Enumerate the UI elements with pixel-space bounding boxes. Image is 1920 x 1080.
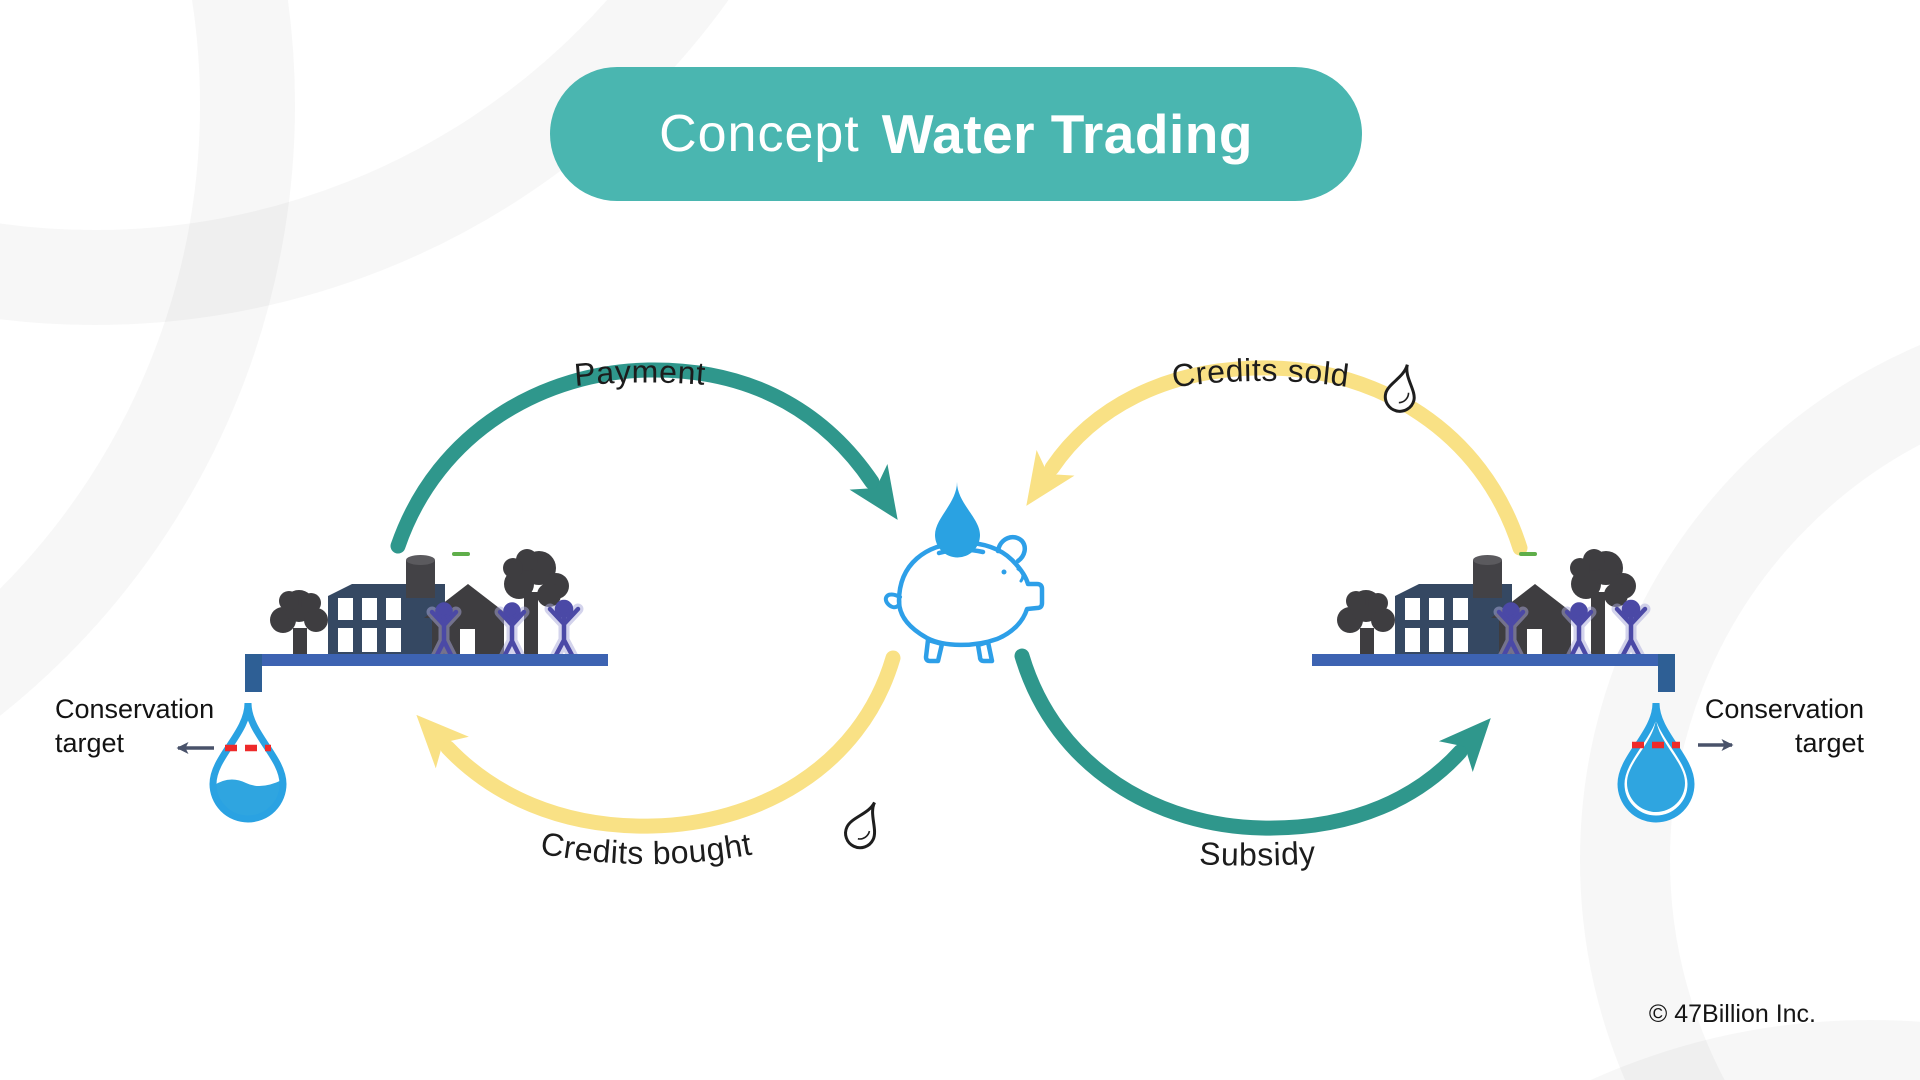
building-icon: [328, 584, 445, 656]
conservation-target-left-line1: Conservation: [55, 694, 215, 724]
payment-arrow: [390, 362, 898, 554]
title-prefix: Concept: [659, 105, 860, 163]
conservation-target-right-line2: target: [1794, 728, 1864, 758]
page-title: Water Trading: [881, 103, 1253, 165]
shrub-icon: [452, 552, 470, 556]
subsidy-arrow: [1014, 648, 1491, 836]
payment-label: Payment: [573, 353, 707, 393]
people-icons: [426, 599, 584, 663]
copyright-text: © 47Billion Inc.: [1648, 1000, 1816, 1028]
coin-water-drop-icon: [935, 482, 980, 558]
title-pill: Concept Water Trading: [550, 67, 1362, 201]
credits-sold-drop-icon: [1383, 364, 1416, 413]
conservation-target-left-line2: target: [55, 728, 125, 758]
credits-sold-arrow: [1026, 360, 1528, 556]
conservation-target-left: Conservation target: [55, 692, 214, 760]
credits-sold-label: Credits sold: [1170, 352, 1352, 394]
right-city-illustration: [1337, 549, 1645, 658]
credits-bought-drop-icon: [844, 801, 877, 850]
city-baseline-left: [245, 654, 608, 692]
tree-icon: [503, 549, 569, 656]
conservation-target-right: Conservation target: [1705, 692, 1864, 760]
left-water-drop-gauge: [209, 702, 287, 823]
conservation-target-right-line1: Conservation: [1704, 694, 1864, 724]
tree-icon: [270, 590, 328, 658]
left-city-illustration: [270, 549, 584, 663]
chimney-icon: [406, 555, 435, 598]
city-baseline-right: [1312, 654, 1675, 692]
subsidy-label: Subsidy: [1199, 834, 1317, 872]
credits-bought-arrow: [416, 650, 901, 834]
right-water-drop-gauge: [1617, 702, 1695, 823]
